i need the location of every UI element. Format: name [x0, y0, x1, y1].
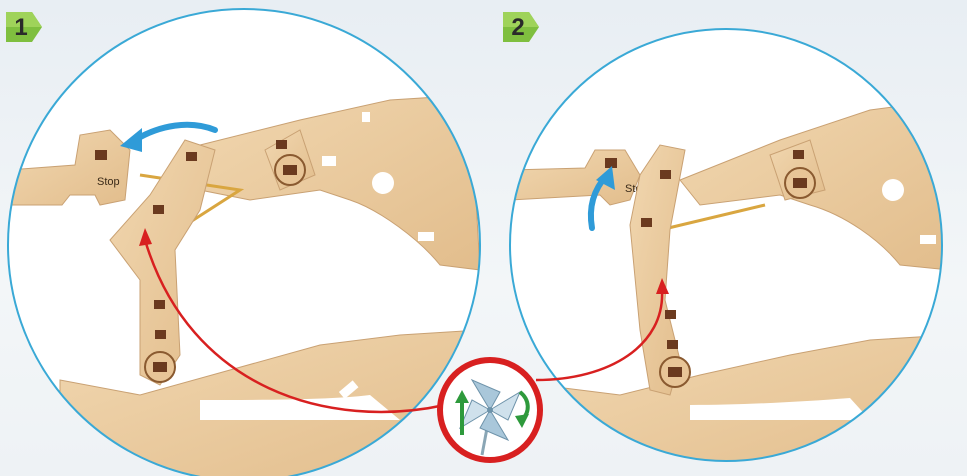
pinwheel-badge — [440, 360, 540, 460]
lever-peg — [665, 310, 676, 319]
step-badge-1: 1 — [6, 10, 44, 44]
upper-peg — [276, 140, 287, 149]
lever-peg — [667, 340, 678, 349]
pivot-peg — [668, 367, 682, 377]
pivot-peg — [793, 178, 807, 188]
stop-peg — [605, 158, 617, 168]
lever-peg — [186, 152, 197, 161]
frame-notch — [362, 112, 370, 122]
frame-slot — [352, 236, 368, 245]
pivot-peg — [153, 362, 167, 372]
frame-slot — [876, 413, 896, 435]
frame-slot — [418, 232, 434, 241]
step-number: 1 — [6, 14, 36, 42]
lever-peg — [153, 205, 164, 214]
pivot-peg — [283, 165, 297, 175]
panel-1: Stop — [8, 9, 480, 476]
frame-slot — [920, 235, 936, 244]
step-number: 2 — [503, 14, 533, 42]
stop-peg — [95, 150, 107, 160]
lever-peg — [155, 330, 166, 339]
frame-hole — [882, 179, 904, 201]
frame-slot — [322, 156, 336, 166]
panel-2: Stop — [510, 29, 950, 476]
frame-slot — [855, 238, 871, 247]
frame-hole — [372, 172, 394, 194]
stop-label: Stop — [97, 176, 120, 188]
lever-peg — [154, 300, 165, 309]
lever-peg — [660, 170, 671, 179]
upper-peg — [793, 150, 804, 159]
lever-peg — [641, 218, 652, 227]
step-badge-2: 2 — [503, 10, 541, 44]
